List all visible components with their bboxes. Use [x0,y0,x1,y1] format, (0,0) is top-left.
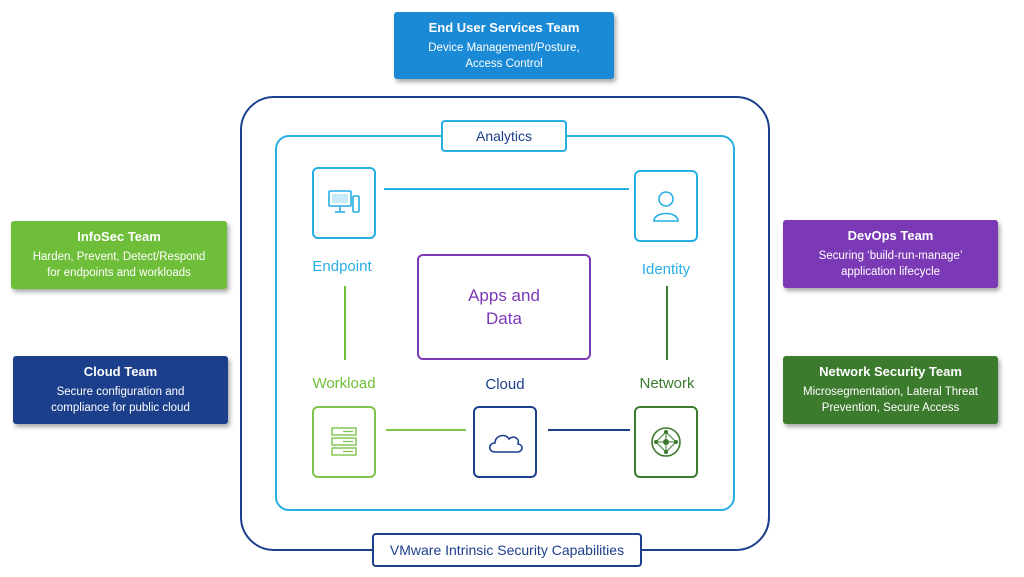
team-title: Network Security Team [819,364,962,379]
analytics-label: Analytics [475,128,533,144]
connector-endpoint-workload [344,286,346,360]
connector-cloud-network [548,429,630,431]
user-icon [653,191,679,222]
network-label: Network [639,375,695,392]
endpoint-tile [312,167,376,239]
network-icon [651,427,681,457]
apps-and-data-box: Apps and Data [417,254,591,360]
network-tile [634,406,698,478]
network-security-team-card: Network Security Team Microsegmentation,… [783,356,998,424]
identity-tile [634,170,698,242]
infosec-team-card: InfoSec Team Harden, Prevent, Detect/Res… [11,221,227,289]
team-description: Securing ‘build-run-manage’ application … [818,250,963,278]
team-title: End User Services Team [428,20,580,35]
team-title: InfoSec Team [77,229,161,244]
cloud-label: Cloud [485,376,525,393]
identity-label: Identity [641,261,691,278]
team-title: DevOps Team [847,228,934,243]
capabilities-label: VMware Intrinsic Security Capabilities [389,542,625,558]
connector-identity-network [666,286,668,360]
cloud-tile [473,406,537,478]
end-user-services-team-card: End User Services Team Device Management… [394,12,614,79]
team-description: Device Management/Posture, Access Contro… [428,42,580,70]
apps-and-data-label-line1: Apps and [468,286,540,305]
team-description: Microsegmentation, Lateral Threat Preven… [803,386,978,414]
devops-team-card: DevOps Team Securing ‘build-run-manage’ … [783,220,998,288]
workload-label: Workload [312,375,376,392]
team-description: Secure configuration and compliance for … [51,386,190,414]
monitor-icon [328,190,360,213]
analytics-label-box: Analytics [441,120,567,152]
team-description: Harden, Prevent, Detect/Respond for endp… [32,251,206,279]
cloud-icon [488,434,523,453]
endpoint-label: Endpoint [312,258,372,275]
server-icon [331,427,357,456]
cloud-team-card: Cloud Team Secure configuration and comp… [13,356,228,424]
workload-tile [312,406,376,478]
connector-workload-cloud [386,429,466,431]
apps-and-data-label-line2: Data [486,309,522,328]
capabilities-label-box: VMware Intrinsic Security Capabilities [372,533,642,567]
connector-endpoint-identity [384,188,629,190]
team-title: Cloud Team [83,364,158,379]
